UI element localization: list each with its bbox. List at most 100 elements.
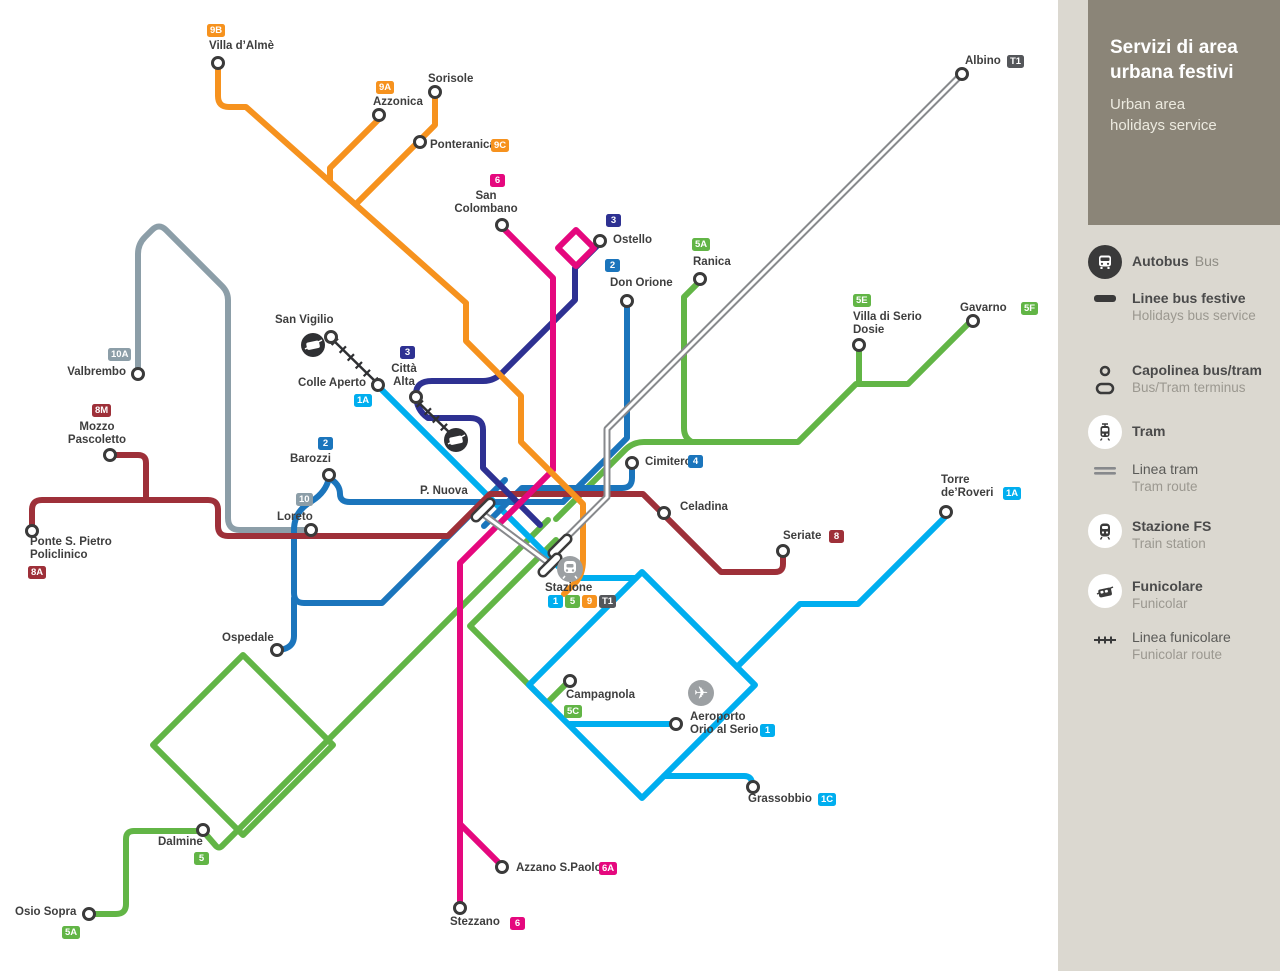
line-badge-4-cimitero: 4	[688, 455, 703, 468]
station-marker-azzonica[interactable]	[372, 108, 386, 122]
line-badge-6-stezzano: 6	[510, 917, 525, 930]
line-badge-5-stazione: 5	[565, 595, 580, 608]
station-marker-ospedale[interactable]	[270, 643, 284, 657]
terminus-icon	[1086, 364, 1124, 398]
station-marker-barozzi[interactable]	[322, 468, 336, 482]
legend-sublabel: Funicolar	[1132, 595, 1188, 611]
tram-line-t1-spur-inner	[481, 512, 548, 563]
station-label-ranica: Ranica	[693, 256, 731, 268]
station-marker-sorisole[interactable]	[428, 85, 442, 99]
station-marker-mozzo-pascoletto[interactable]	[103, 448, 117, 462]
line-badge-1-stazione: 1	[548, 595, 563, 608]
line-1a-torre	[734, 511, 951, 670]
station-label-ponteranica: Ponteranica	[430, 139, 496, 151]
station-label-stazione: Stazione	[545, 582, 593, 594]
station-marker-torre-de-roveri[interactable]	[939, 505, 953, 519]
station-label-gavarno: Gavarno	[960, 302, 1007, 314]
line-badge-9c-ponteranica: 9C	[491, 139, 510, 152]
station-marker-ranica[interactable]	[693, 272, 707, 286]
station-marker-loreto[interactable]	[304, 523, 318, 537]
station-label-azzonica: Azzonica	[373, 96, 423, 108]
line-badge-1a-colle-aperto: 1A	[354, 394, 373, 407]
line-badge-6-san-colombano: 6	[490, 174, 505, 187]
station-marker-dalmine[interactable]	[196, 823, 210, 837]
legend-sublabel: Tram route	[1132, 478, 1198, 494]
legend-label: Linea funicolare	[1132, 629, 1231, 645]
line-5-diamond-loop	[150, 652, 336, 838]
station-label-san-vigilio: San Vigilio	[275, 314, 334, 326]
line-badge-t1-stazione: T1	[599, 595, 617, 608]
station-marker-osio-sopra[interactable]	[82, 907, 96, 921]
line-badge-9-stazione: 9	[582, 595, 597, 608]
funicular-icon	[1086, 574, 1124, 608]
station-marker-villa-dalme[interactable]	[211, 56, 225, 70]
line-8m-branch	[107, 452, 149, 503]
line-2-barozzi-east	[326, 475, 566, 505]
line-2-barozzi-south	[291, 475, 508, 606]
station-marker-campagnola[interactable]	[563, 674, 577, 688]
line-2-don-orione	[560, 298, 630, 505]
line-9a-branch	[327, 116, 382, 185]
station-marker-colle-aperto[interactable]	[371, 378, 385, 392]
line-badge-8m-mozzo-pascoletto: 8M	[92, 404, 112, 417]
station-label-ostello: Ostello	[613, 234, 652, 246]
legend-label: Linea tram	[1132, 461, 1199, 477]
station-marker-aeroporto[interactable]	[669, 717, 683, 731]
station-marker-san-vigilio[interactable]	[324, 330, 338, 344]
legend-label: Tram	[1132, 423, 1166, 439]
station-label-grassobbio: Grassobbio	[748, 793, 812, 805]
station-label-azzano-s-paolo: Azzano S.Paolo	[516, 862, 602, 874]
station-label-ospedale: Ospedale	[222, 632, 274, 644]
station-marker-don-orione[interactable]	[620, 294, 634, 308]
legend-sublabel: Holidays bus service	[1132, 307, 1256, 323]
station-label-colle-aperto: Colle Aperto	[298, 377, 366, 389]
line-badge-8a-ponte-s-pietro: 8A	[28, 566, 47, 579]
funicular-line-icon	[1086, 634, 1124, 646]
station-marker-valbrembo[interactable]	[131, 367, 145, 381]
svg-text:✈: ✈	[694, 684, 708, 704]
station-marker-gavarno[interactable]	[966, 314, 980, 328]
legend-label: Linee bus festive	[1132, 290, 1246, 306]
station-label-villa-dalme: Villa d’Almè	[209, 40, 274, 52]
line-6a-branch	[457, 821, 505, 869]
station-marker-cimitero[interactable]	[625, 456, 639, 470]
legend-label: Capolinea bus/tram	[1132, 362, 1262, 378]
legend-sublabel: Funicolar route	[1132, 646, 1223, 662]
line-badge-9b-villa-dalme: 9B	[207, 24, 226, 37]
line-9c-branch	[354, 92, 438, 206]
station-marker-seriate[interactable]	[776, 544, 790, 558]
station-marker-villa-di-serio[interactable]	[852, 338, 866, 352]
line-badge-9a-azzonica: 9A	[376, 81, 395, 94]
station-marker-azzano-s-paolo[interactable]	[495, 860, 509, 874]
line-badge-5a-ranica: 5A	[692, 238, 711, 251]
station-label-p-nuova: P. Nuova	[420, 485, 468, 497]
station-marker-albino[interactable]	[955, 67, 969, 81]
bus-line-icon	[1086, 295, 1124, 302]
station-label-loreto: Loreto	[277, 511, 313, 523]
station-marker-stezzano[interactable]	[453, 901, 467, 915]
line-5a-ranica	[681, 278, 705, 445]
train-station-icon	[557, 556, 583, 582]
station-marker-ponteranica[interactable]	[413, 135, 427, 149]
station-marker-citta-alta[interactable]	[409, 390, 423, 404]
line-badge-3-citta-alta: 3	[400, 346, 415, 359]
funicular-icon-citta-alta	[444, 428, 468, 452]
station-marker-ponte-s-pietro[interactable]	[25, 524, 39, 538]
station-marker-grassobbio[interactable]	[746, 780, 760, 794]
tram-line-t1-inner	[560, 72, 964, 544]
legend-label: Stazione FS	[1132, 518, 1212, 534]
legend-sublabel: Bus/Tram terminus	[1132, 379, 1246, 395]
station-marker-ostello[interactable]	[593, 234, 607, 248]
station-label-stezzano: Stezzano	[450, 916, 500, 928]
station-marker-celadina[interactable]	[657, 506, 671, 520]
station-marker-san-colombano[interactable]	[495, 218, 509, 232]
station-label-albino: Albino	[965, 55, 1001, 67]
